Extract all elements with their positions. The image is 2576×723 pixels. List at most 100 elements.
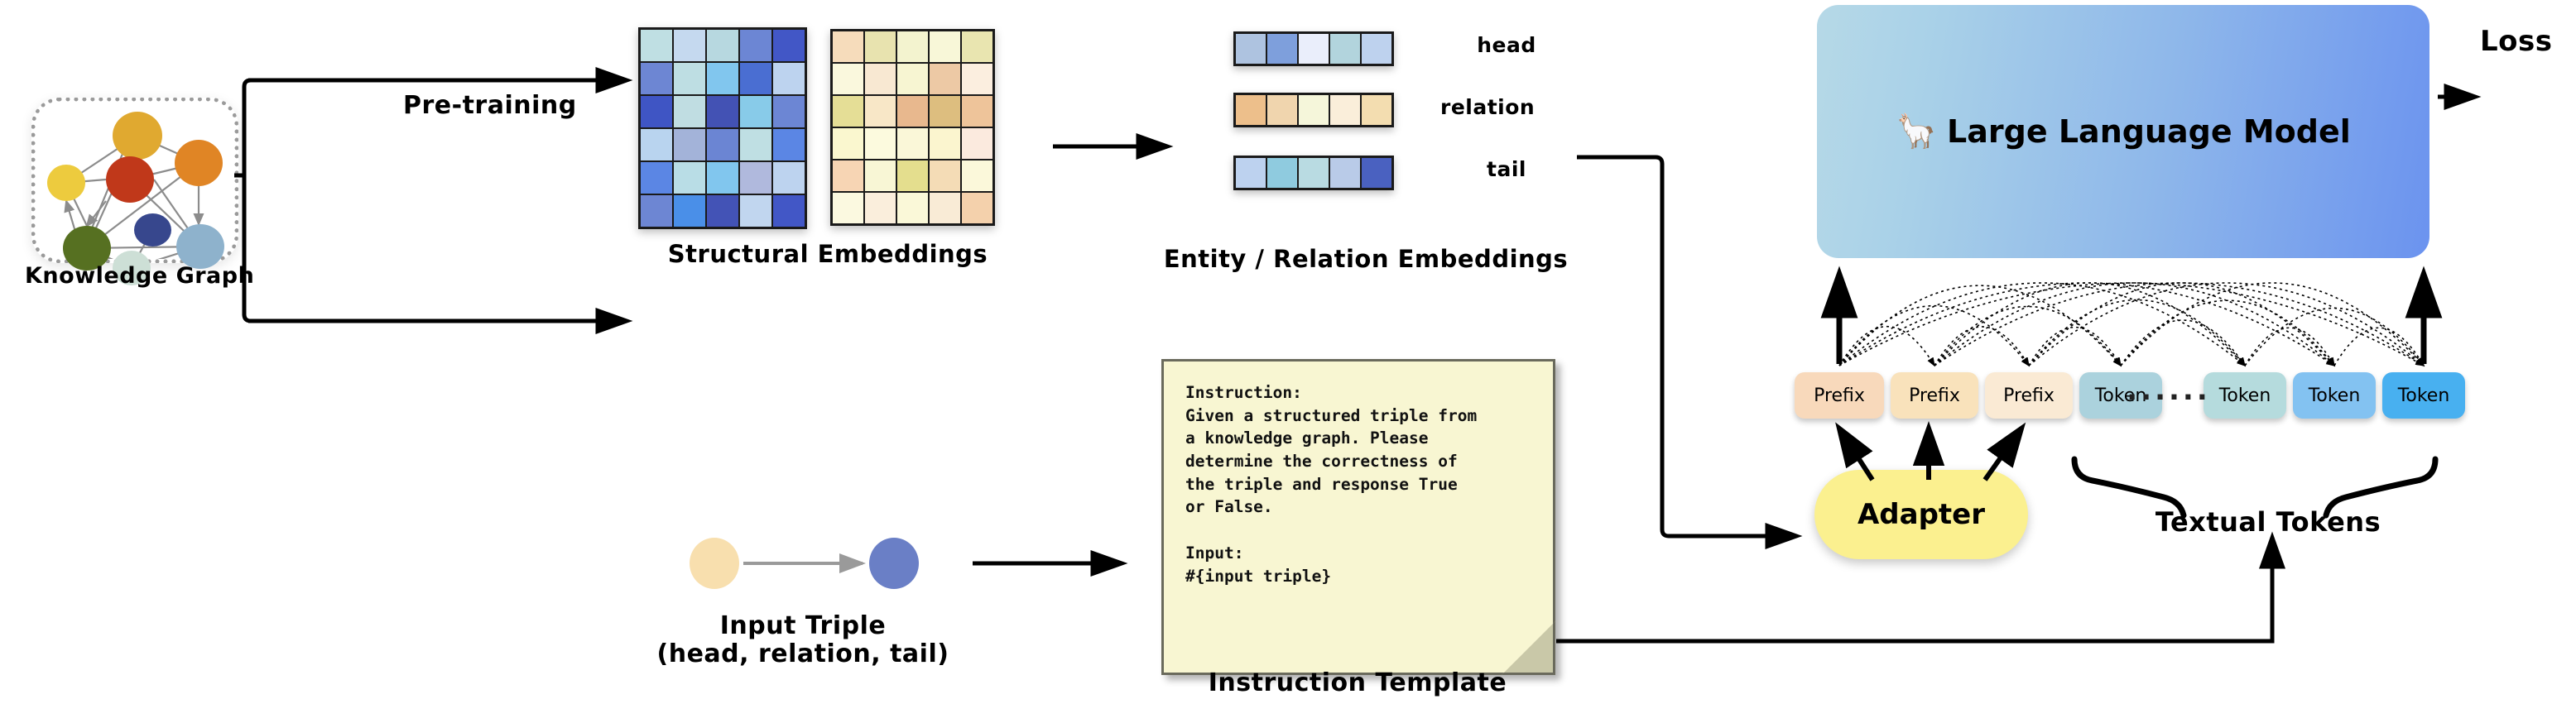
matrix-cell-2-2: [896, 95, 929, 127]
note-fold-corner: [1502, 621, 1555, 675]
entity-relation-embeddings-label: Entity / Relation Embeddings: [1163, 245, 1569, 273]
matrix-cell-3-4: [961, 127, 993, 160]
attention-arc-4-5: [2244, 327, 2335, 367]
matrix-cell-1-1: [864, 63, 896, 95]
embedding-cell-head-0: [1235, 33, 1266, 65]
matrix-cell-3-2: [896, 127, 929, 160]
token-ellipsis: ......: [2127, 374, 2211, 407]
matrix-cell-0-4: [961, 31, 993, 63]
matrix-cell-5-0: [640, 194, 673, 227]
token-text-3[interactable]: Token: [2293, 372, 2376, 419]
matrix-cell-5-1: [673, 194, 706, 227]
textual-tokens-label: Textual Tokens: [2155, 506, 2381, 538]
embedding-cell-tail-1: [1266, 157, 1298, 189]
matrix-cell-4-3: [929, 160, 961, 192]
token-text-4[interactable]: Token: [2382, 372, 2465, 419]
kg-edge-16: [85, 200, 107, 227]
embedding-cell-relation-3: [1329, 94, 1361, 126]
embedding-cell-relation-0: [1235, 94, 1266, 126]
embedding-row-relation: [1233, 93, 1394, 127]
kg-node-pale-green: [113, 251, 151, 285]
kg-node-red-center: [106, 156, 154, 203]
kg-node-yellow-left: [47, 165, 85, 201]
embedding-row-label-relation: relation: [1440, 95, 1536, 119]
matrix-cell-4-4: [772, 161, 805, 194]
matrix-cell-1-0: [832, 63, 864, 95]
kg-node-blue-right: [176, 224, 224, 269]
embedding-cell-relation-2: [1298, 94, 1329, 126]
matrix-cell-1-3: [929, 63, 961, 95]
adapter-block: Adapter: [1814, 470, 2028, 559]
matrix-cell-3-4: [772, 128, 805, 161]
matrix-cell-5-1: [864, 192, 896, 224]
matrix-cell-2-1: [673, 95, 706, 128]
attention-arc-3-6: [2120, 282, 2425, 367]
matrix-cell-2-2: [706, 95, 739, 128]
matrix-cell-4-3: [739, 161, 772, 194]
attention-arc-1-3: [1934, 305, 2122, 367]
input-triple-label-line1: Input Triple: [719, 611, 887, 640]
matrix-cell-2-3: [739, 95, 772, 128]
embedding-cell-relation-4: [1361, 94, 1392, 126]
matrix-cell-3-3: [739, 128, 772, 161]
embedding-row-label-tail: tail: [1487, 157, 1526, 181]
kg-node-olive: [63, 226, 111, 271]
instruction-template-label: Instruction Template: [1208, 668, 1507, 697]
token-prefix-2[interactable]: Prefix: [1891, 372, 1978, 419]
embedding-row-head: [1233, 31, 1394, 66]
matrix-cell-0-3: [739, 29, 772, 62]
attention-arc-1-4: [1934, 282, 2247, 367]
pretraining-label: Pre-training: [403, 91, 577, 120]
matrix-cell-3-1: [673, 128, 706, 161]
embedding-cell-tail-3: [1329, 157, 1361, 189]
matrix-cell-0-4: [772, 29, 805, 62]
matrix-cell-0-2: [896, 31, 929, 63]
attention-arc-1-5: [1934, 282, 2336, 367]
loss-label: Loss: [2480, 25, 2553, 58]
large-language-model-box: 🦙 Large Language Model: [1817, 5, 2429, 258]
attention-arc-0-3: [1838, 285, 2122, 367]
instruction-template-note: Instruction: Given a structured triple f…: [1161, 359, 1555, 675]
matrix-cell-4-2: [896, 160, 929, 192]
attention-arc-3-5: [2120, 299, 2336, 367]
instruction-template-text: Instruction: Given a structured triple f…: [1185, 383, 1478, 586]
token-text-1[interactable]: Token: [2079, 372, 2162, 419]
attention-arc-4-6: [2244, 307, 2425, 367]
embedding-cell-head-2: [1298, 33, 1329, 65]
attention-arc-5-6: [2333, 327, 2425, 367]
embedding-cell-head-4: [1361, 33, 1392, 65]
matrix-cell-5-4: [961, 192, 993, 224]
structural-embeddings-label: Structural Embeddings: [667, 240, 988, 268]
input-triple-head-node: [690, 538, 739, 589]
llm-title: Large Language Model: [1947, 113, 2351, 150]
attention-arc-2-3: [2028, 326, 2122, 367]
token-prefix-1[interactable]: Prefix: [1795, 372, 1884, 419]
attention-arc-2-4: [2028, 299, 2247, 367]
attention-arc-0-2: [1838, 304, 2030, 367]
llama-icon: 🦙: [1896, 113, 1938, 151]
token-prefix-3[interactable]: Prefix: [1985, 372, 2073, 419]
attention-arc-2-6: [2028, 282, 2425, 367]
matrix-cell-0-0: [640, 29, 673, 62]
knowledge-graph-box: [31, 98, 238, 285]
structural-matrix-warm: [830, 29, 995, 226]
matrix-cell-5-3: [929, 192, 961, 224]
kg-node-orange-top: [113, 112, 162, 160]
attention-arc-0-6: [1838, 282, 2425, 366]
embedding-cell-tail-0: [1235, 157, 1266, 189]
matrix-cell-1-0: [640, 62, 673, 95]
attention-arc-1-2: [1934, 326, 2030, 367]
matrix-cell-2-0: [832, 95, 864, 127]
matrix-cell-5-3: [739, 194, 772, 227]
attention-arc-0-5: [1838, 282, 2336, 366]
matrix-cell-1-4: [961, 63, 993, 95]
matrix-cell-3-1: [864, 127, 896, 160]
embedding-cell-head-3: [1329, 33, 1361, 65]
matrix-cell-3-0: [832, 127, 864, 160]
matrix-cell-2-4: [961, 95, 993, 127]
token-text-2[interactable]: Token: [2204, 372, 2286, 419]
matrix-cell-4-2: [706, 161, 739, 194]
matrix-cell-3-0: [640, 128, 673, 161]
embedding-row-label-head: head: [1477, 33, 1536, 57]
